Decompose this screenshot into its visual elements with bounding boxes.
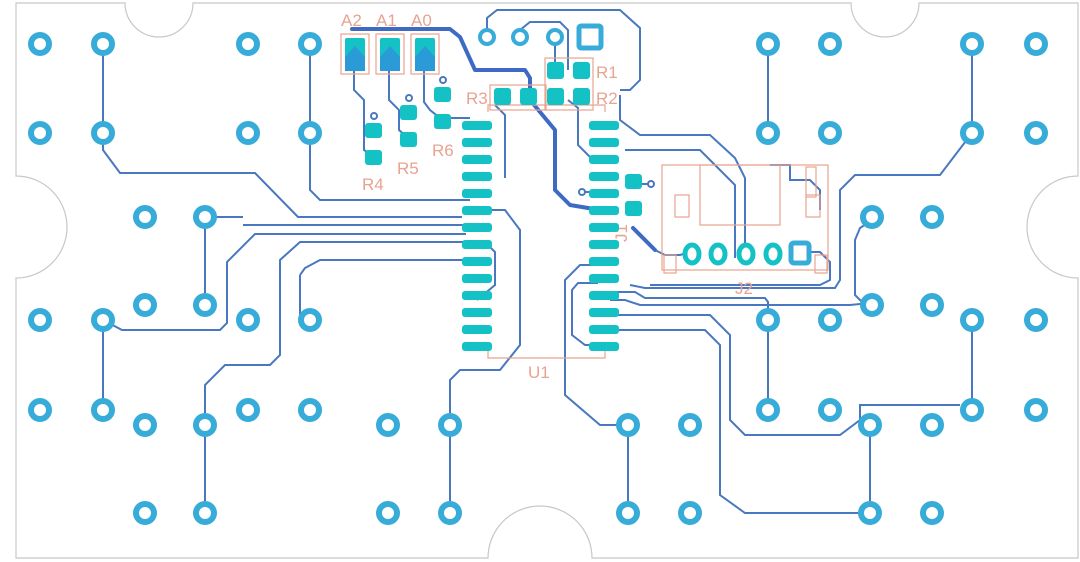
j2-pin-1 bbox=[788, 240, 812, 266]
label-r2: R2 bbox=[596, 89, 618, 108]
label-r3: R3 bbox=[466, 89, 488, 108]
label-a1: A1 bbox=[376, 11, 397, 30]
silk-labels: A2 A1 A0 R1 R2 R3 R4 R5 R6 U1 J2 J1 bbox=[341, 11, 753, 382]
header-pin-1 bbox=[576, 23, 604, 51]
label-r1: R1 bbox=[596, 63, 618, 82]
traces bbox=[102, 9, 973, 514]
silkscreen bbox=[340, 33, 829, 359]
thick-traces bbox=[350, 27, 657, 252]
label-a0: A0 bbox=[411, 11, 432, 30]
board-outline bbox=[15, 2, 1079, 559]
label-j2: J2 bbox=[735, 279, 753, 298]
address-jumpers bbox=[345, 38, 435, 71]
vias bbox=[370, 76, 655, 196]
label-u1: U1 bbox=[528, 363, 550, 382]
label-a2: A2 bbox=[341, 11, 362, 30]
label-r5: R5 bbox=[397, 159, 419, 178]
through-hole-pads bbox=[28, 28, 1048, 525]
label-r4: R4 bbox=[362, 175, 384, 194]
j2-pins bbox=[682, 242, 783, 266]
smd-pads bbox=[365, 62, 642, 351]
label-r6: R6 bbox=[432, 141, 454, 160]
